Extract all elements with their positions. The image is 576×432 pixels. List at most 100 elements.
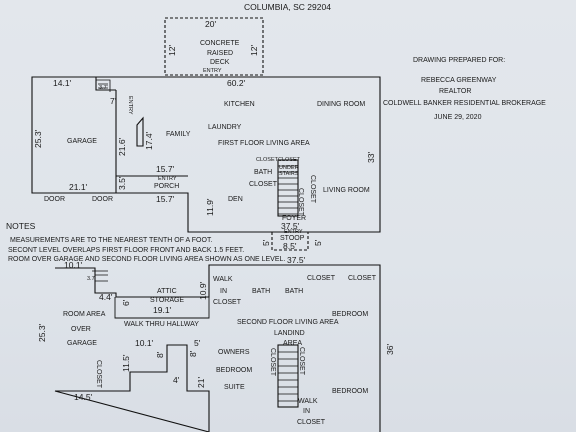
closet-vertical-2: CLOSET (309, 175, 316, 204)
closet-sf-vertical-2: CLOSET (269, 348, 276, 377)
note-line-3: ROOM OVER GARAGE AND SECOND FLOOR LIVING… (8, 256, 286, 263)
room-bedroom-1: BEDROOM (332, 311, 369, 318)
sf-left: 25.3' (37, 323, 47, 342)
room-dining: DINING ROOM (317, 101, 366, 108)
ff-d157b: 15.7' (156, 194, 175, 204)
first-floor-outline (31, 76, 381, 233)
walk-label-2: WALK (298, 398, 318, 405)
prepared-date: JUNE 29, 2020 (434, 114, 482, 121)
ff-garage-top: 14.1' (53, 78, 72, 88)
closet-small-2: CLOSET (278, 157, 301, 163)
walk-label: WALK (213, 276, 233, 283)
room-area-label: ROOM AREA (63, 311, 106, 318)
notes-heading: NOTES (6, 221, 36, 231)
brokerage: COLDWELL BANKER RESIDENTIAL BROKERAGE (383, 100, 546, 107)
in-label-2: IN (303, 408, 310, 415)
deck-top-dim: 20' (205, 19, 217, 29)
room-garage-label: GARAGE (67, 340, 97, 347)
sf-top2: 37.5' (287, 255, 306, 265)
door-2: DOOR (92, 196, 113, 203)
closet-sf-2: CLOSET (348, 275, 377, 282)
under-stairs: UNDER STAIRS (279, 165, 299, 178)
room-owners: OWNERS (218, 349, 250, 356)
prepared-heading: DRAWING PREPARED FOR: (413, 57, 506, 64)
note-line-1: MEASUREMENTS ARE TO THE NEAREST TENTH OF… (10, 237, 213, 244)
room-laundry: LAUNDRY (208, 124, 242, 131)
room-over-label: OVER (71, 326, 91, 333)
ff-stoop-width: 8.5' (283, 241, 297, 251)
ff-stoop-left: 5' (261, 239, 271, 246)
closet-sf-vertical: CLOSET (95, 360, 102, 389)
room-den: DEN (228, 196, 243, 203)
garage-wall (32, 76, 117, 193)
room-attic: ATTIC (157, 288, 177, 295)
stoop-outline (271, 231, 309, 251)
ff-bottom: 37.5' (281, 221, 300, 231)
client-name: REBECCA GREENWAY (421, 77, 497, 84)
stairs-1 (277, 159, 299, 217)
room-porch: PORCH (154, 183, 180, 190)
sf-d21: 21' (196, 376, 206, 388)
sf-d37: 3.7' (87, 276, 96, 282)
room-living: LIVING ROOM (323, 187, 370, 194)
sf-d6: 6' (121, 299, 131, 306)
room-stoop: STOOP (280, 235, 305, 242)
sf-d8b: 8' (188, 350, 198, 357)
room-bedroom-2: BEDROOM (216, 367, 253, 374)
sf-d5: 5' (194, 338, 201, 348)
sf-d115: 11.5' (121, 354, 131, 372)
deck-label-1: CONCRETE (200, 40, 240, 47)
room-foyer: FOYER (282, 215, 307, 222)
sf-attic-width: 19.1' (153, 305, 172, 315)
document-title: COLUMBIA, SC 29204 (244, 2, 331, 12)
second-floor-outline (54, 264, 381, 432)
deck-entry: ENTRY (203, 68, 222, 74)
deck-outline (164, 17, 264, 76)
ff-d35: 3.5' (117, 176, 127, 190)
sf-d44: 4.4' (99, 292, 113, 302)
client-role: REALTOR (439, 88, 472, 95)
deck-label-3: DECK (210, 59, 230, 66)
room-suite: SUITE (224, 384, 245, 391)
landing-label: LANDIND (274, 330, 305, 337)
walk-in-closet: CLOSET (213, 299, 242, 306)
note-line-2: SECONT LEVEL OVERLAPS FIRST FLOOR FRONT … (8, 247, 245, 254)
closet-vertical-1: CLOSET (297, 188, 304, 217)
room-bedroom-3: BEDROOM (332, 388, 369, 395)
deck-right-dim: 12' (249, 44, 259, 56)
room-bath-1: BATH (252, 288, 271, 295)
ff-garage-left: 25.3' (33, 129, 43, 148)
stoop-entry: ENTRY (284, 229, 303, 235)
room-first-floor-living: FIRST FLOOR LIVING AREA (218, 140, 310, 147)
sf-d101: 10.1' (135, 338, 154, 348)
room-second-floor-living: SECOND FLOOR LIVING AREA (237, 319, 339, 326)
deck-label-2: RAISED (207, 50, 234, 57)
room-closet: CLOSET (249, 181, 278, 188)
area-label: AREA (283, 340, 303, 347)
in-label: IN (220, 288, 227, 295)
closet-small-1: CLOSET (256, 157, 279, 163)
ff-d174: 17.4' (144, 131, 154, 150)
sf-d8a: 8' (155, 351, 165, 358)
closet-sf-vertical-3: CLOSET (298, 347, 305, 376)
ff-d7: 7' (110, 96, 117, 106)
closet-sf-1: CLOSET (307, 275, 336, 282)
sf-bottom: 14.5' (74, 392, 93, 402)
ff-d157a: 15.7' (156, 164, 175, 174)
ff-stoop-right: 5' (313, 239, 323, 246)
ff-right-side: 33' (366, 151, 376, 163)
sf-top: 10.1' (64, 260, 83, 270)
stairs-2 (277, 344, 299, 408)
door-1: DOOR (44, 196, 65, 203)
porch-entry: ENTRY (158, 176, 177, 182)
ff-d119: 11.9' (205, 198, 215, 216)
room-bath-2: BATH (285, 288, 304, 295)
room-bath: BATH (254, 169, 273, 176)
room-storage: STORAGE (150, 297, 185, 304)
ff-d37: 3.7' (99, 85, 108, 91)
room-hallway: WALK THRU HALLWAY (124, 321, 199, 328)
ff-garage-right: 21.6' (117, 137, 127, 156)
sf-right: 36' (385, 343, 395, 355)
